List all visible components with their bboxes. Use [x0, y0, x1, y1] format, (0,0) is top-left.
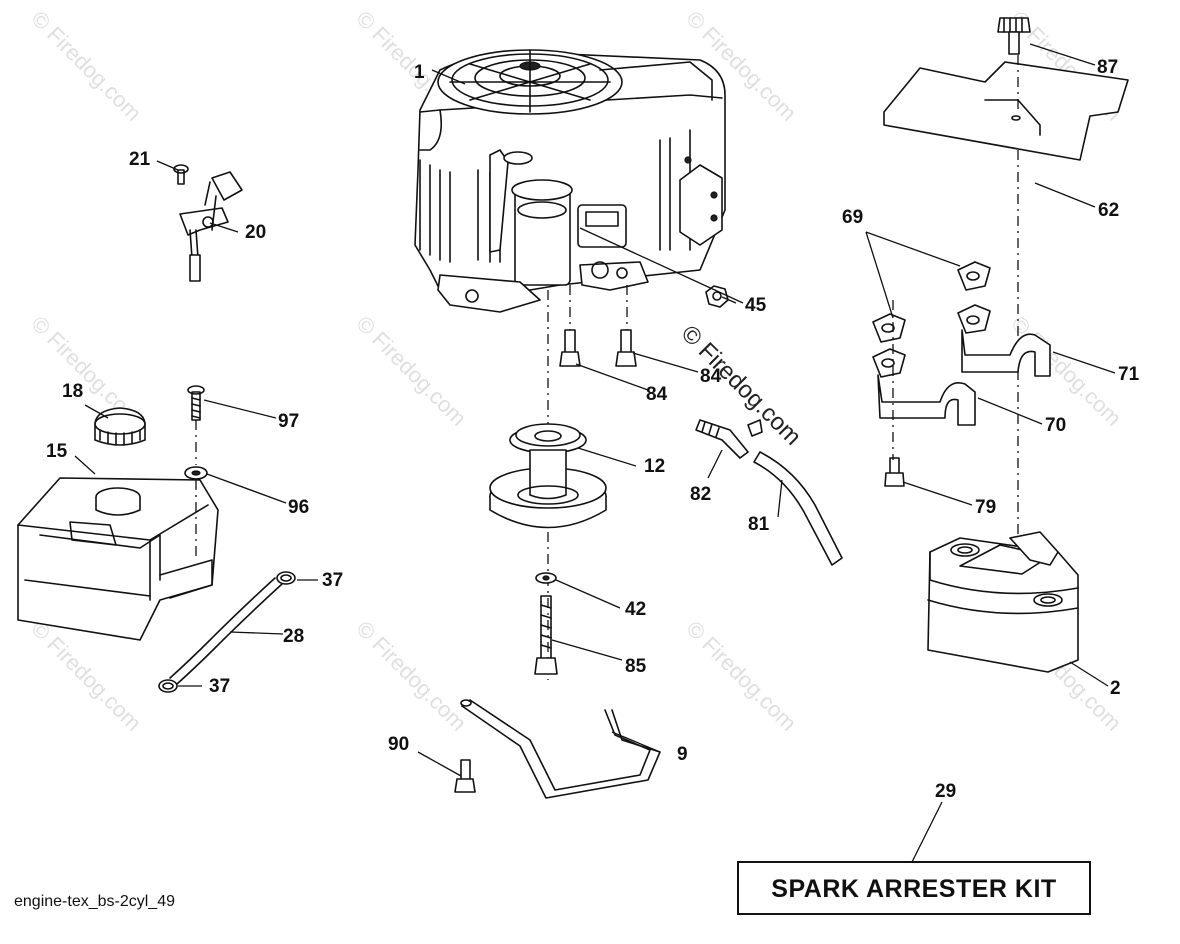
watermark-1: © Firedog.com [26, 6, 146, 126]
fuel-line-81 [753, 451, 843, 566]
exhaust-pipe-71 [957, 304, 1051, 377]
bolt-84-left [559, 329, 581, 367]
callout-97: 97 [278, 411, 299, 432]
bolt-79 [884, 457, 905, 487]
callout-84-right: 84 [700, 366, 722, 387]
callout-87: 87 [1097, 57, 1118, 78]
callout-1: 1 [414, 62, 425, 83]
watermark-9: © Firedog.com [351, 616, 471, 736]
heat-shield-62 [883, 61, 1129, 161]
callout-12: 12 [644, 456, 665, 477]
callouts: 1 2 9 12 15 18 20 21 28 29 37 37 42 45 6… [46, 57, 1140, 802]
callout-29: 29 [935, 781, 956, 802]
gasket-69-b [872, 313, 906, 343]
fuel-fitting-82 [695, 419, 763, 459]
watermark-6: © Firedog.com [351, 311, 471, 431]
callout-45: 45 [745, 295, 767, 316]
leader-lines [74, 43, 1116, 863]
bolt-90 [454, 759, 476, 793]
callout-18: 18 [62, 381, 83, 402]
callout-90: 90 [388, 734, 409, 755]
bolt-97 [187, 385, 205, 421]
engine-drawing [414, 49, 726, 313]
callout-85: 85 [625, 656, 647, 677]
callout-21: 21 [129, 149, 151, 170]
washer-96 [184, 466, 208, 480]
hose-clamp-37-bottom [158, 679, 178, 693]
callout-70: 70 [1045, 415, 1066, 436]
callout-9: 9 [677, 744, 688, 765]
watermark-center: © Firedog.com [676, 320, 807, 451]
callout-15: 15 [46, 441, 68, 462]
spark-arrester-kit-box: SPARK ARRESTER KIT [737, 861, 1091, 915]
fuel-hose-28 [169, 577, 276, 679]
callout-2: 2 [1110, 678, 1121, 699]
screw-21 [173, 164, 189, 185]
gasket-69-a [957, 261, 991, 291]
callout-28: 28 [283, 626, 304, 647]
nut-45 [705, 285, 729, 308]
callout-42: 42 [625, 599, 646, 620]
watermark-10: © Firedog.com [681, 616, 801, 736]
hose-clamp-37-top [276, 571, 296, 585]
bracket-9 [469, 699, 651, 791]
knob-87 [997, 17, 1031, 55]
callout-62: 62 [1098, 200, 1119, 221]
callout-37-top: 37 [322, 570, 343, 591]
callout-79: 79 [975, 497, 996, 518]
callout-82: 82 [690, 484, 711, 505]
callout-81: 81 [748, 514, 770, 535]
callout-37-bottom: 37 [209, 676, 230, 697]
callout-96: 96 [288, 497, 309, 518]
callout-69: 69 [842, 207, 863, 228]
fuel-tank-15 [17, 477, 219, 641]
throttle-control-20 [179, 171, 243, 282]
diagram-caption: engine-tex_bs-2cyl_49 [14, 893, 175, 910]
bolt-84-guideline [569, 285, 628, 330]
bolt-85 [534, 595, 558, 675]
muffler-2 [927, 531, 1079, 673]
callout-20: 20 [245, 222, 266, 243]
exhaust-pipe-70 [872, 348, 976, 426]
callout-71: 71 [1118, 364, 1140, 385]
bolt-84-right [615, 329, 637, 367]
fuel-cap-18 [94, 407, 146, 446]
spark-arrester-kit-label: SPARK ARRESTER KIT [771, 875, 1056, 903]
washer-42 [535, 572, 557, 584]
callout-84-left: 84 [646, 384, 668, 405]
pulley-12 [489, 423, 607, 529]
